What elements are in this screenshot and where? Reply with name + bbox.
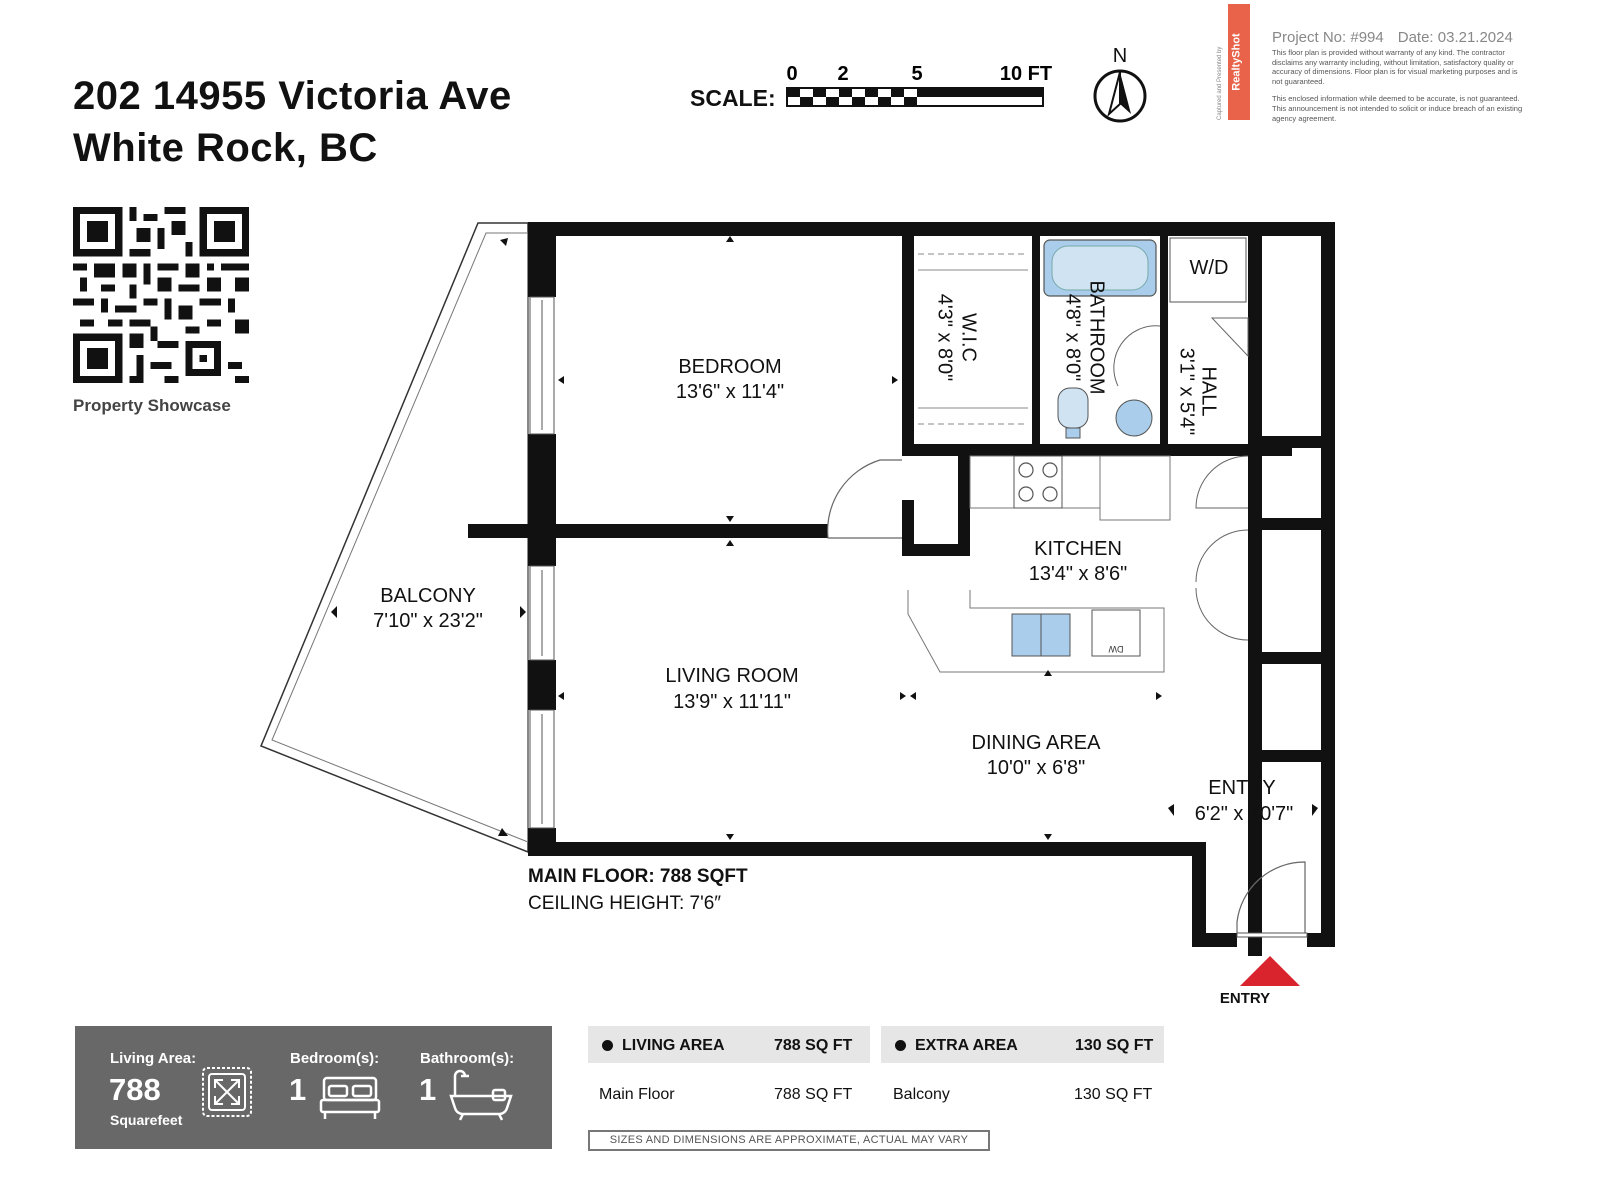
extra-area-heading: EXTRA AREA (915, 1037, 1018, 1054)
cooktop (1013, 455, 1063, 509)
hall-label: HALL (1197, 366, 1220, 417)
qr-code[interactable] (73, 207, 249, 383)
dishwasher (1091, 609, 1141, 657)
property-stats-panel: Living Area: 788 Squarefeet Bedroom(s): … (75, 1026, 552, 1149)
bathrooms-label: Bathroom(s): (420, 1050, 515, 1067)
living-room-label: LIVING ROOM (665, 665, 799, 687)
entry-room-label: ENTRY (1208, 777, 1276, 799)
address-line-2: White Rock, BC (73, 126, 378, 170)
project-date: Date: 03.21.2024 (1397, 29, 1513, 46)
address-line-1: 202 14955 Victoria Ave (73, 74, 512, 118)
living-area-total: 788 SQ FT (774, 1037, 853, 1054)
disclaimer-paragraph-1: This floor plan is provided without warr… (1272, 48, 1518, 86)
living-area-heading: LIVING AREA (622, 1037, 725, 1054)
bathrooms-value: 1 (419, 1072, 437, 1107)
hall-dimensions: 3'1" x 5'4" (1175, 347, 1198, 436)
bedroom-dimensions: 13'6" x 11'4" (675, 381, 785, 403)
wic-label: W.I.C (957, 313, 980, 362)
approximate-sizes-note: SIZES AND DIMENSIONS ARE APPROXIMATE, AC… (588, 1130, 990, 1151)
kitchen-label: KITCHEN (1034, 538, 1122, 560)
extra-area-header: EXTRA AREA 130 SQ FT (881, 1026, 1164, 1063)
balcony-row-name: Balcony (893, 1086, 950, 1103)
walls (468, 222, 1335, 956)
wd-label: W/D (1189, 257, 1229, 279)
balcony-label: BALCONY (380, 585, 476, 607)
entry-marker-label: ENTRY (1219, 990, 1271, 1007)
scale-tick-2: 2 (837, 63, 848, 85)
project-info: Project No: #994 Date: 03.21.2024 (1272, 29, 1513, 46)
balcony-dimensions: 7'10" x 23'2" (373, 610, 483, 632)
living-area-unit: Squarefeet (110, 1112, 183, 1128)
bedrooms-label: Bedroom(s): (290, 1050, 380, 1067)
dining-area-label: DINING AREA (971, 732, 1101, 754)
scale-tick-10: 10 FT (1000, 63, 1052, 85)
bathroom-label: BATHROOM (1085, 280, 1108, 395)
disclaimer-paragraph-2: This enclosed information while deemed t… (1272, 94, 1523, 123)
extra-area-total: 130 SQ FT (1075, 1037, 1154, 1054)
toilet (1057, 387, 1089, 429)
kitchen-dimensions: 13'4" x 8'6" (1028, 563, 1128, 585)
living-area-label: Living Area: (110, 1050, 197, 1067)
scale-tick-5: 5 (911, 63, 922, 85)
main-floor-row-value: 788 SQ FT (774, 1086, 853, 1103)
washer-dryer (1169, 237, 1247, 303)
realtyshot-logo: RealtyShot (1228, 4, 1250, 120)
scale-bar: 0 2 5 10 FT (786, 63, 1052, 107)
disclaimer: This floor plan is provided without warr… (1272, 48, 1524, 131)
bedroom-door-swing (827, 459, 902, 539)
expand-area-icon (202, 1067, 252, 1117)
entry-arrow-icon (1240, 956, 1300, 986)
dishwasher-label: DW (1108, 644, 1123, 654)
bedrooms-value: 1 (289, 1072, 307, 1107)
ceiling-height: CEILING HEIGHT: 7'6″ (528, 893, 722, 914)
dining-area-dimensions: 10'0" x 6'8" (986, 757, 1086, 779)
scale-tick-0: 0 (786, 63, 797, 85)
living-room-dimensions: 13'9" x 11'11" (673, 691, 791, 713)
bathroom-dimensions: 4'8" x 8'0" (1061, 293, 1084, 382)
bathroom-sink (1115, 399, 1153, 437)
main-floor-row-name: Main Floor (599, 1086, 675, 1103)
bullet-icon (895, 1040, 906, 1051)
entry-door-swing (1236, 861, 1306, 933)
entry-room-dimensions: 6'2" x 10'7" (1194, 803, 1294, 825)
balcony-row-value: 130 SQ FT (1074, 1086, 1153, 1103)
north-arrow-icon: N (1093, 45, 1147, 123)
project-number: Project No: #994 (1272, 29, 1384, 46)
property-address: 202 14955 Victoria Ave White Rock, BC (73, 70, 512, 174)
qr-caption: Property Showcase (73, 396, 231, 415)
scale-label: SCALE: (690, 85, 776, 111)
north-label: N (1113, 45, 1127, 67)
wic-dimensions: 4'3" x 8'0" (933, 293, 956, 382)
bed-icon (319, 1076, 381, 1119)
bullet-icon (602, 1040, 613, 1051)
bathtub-icon (449, 1069, 513, 1121)
main-floor-area: MAIN FLOOR: 788 SQFT (528, 866, 748, 887)
bedroom-label: BEDROOM (678, 356, 782, 378)
living-area-value: 788 (109, 1072, 161, 1107)
living-area-header: LIVING AREA 788 SQ FT (588, 1026, 870, 1063)
